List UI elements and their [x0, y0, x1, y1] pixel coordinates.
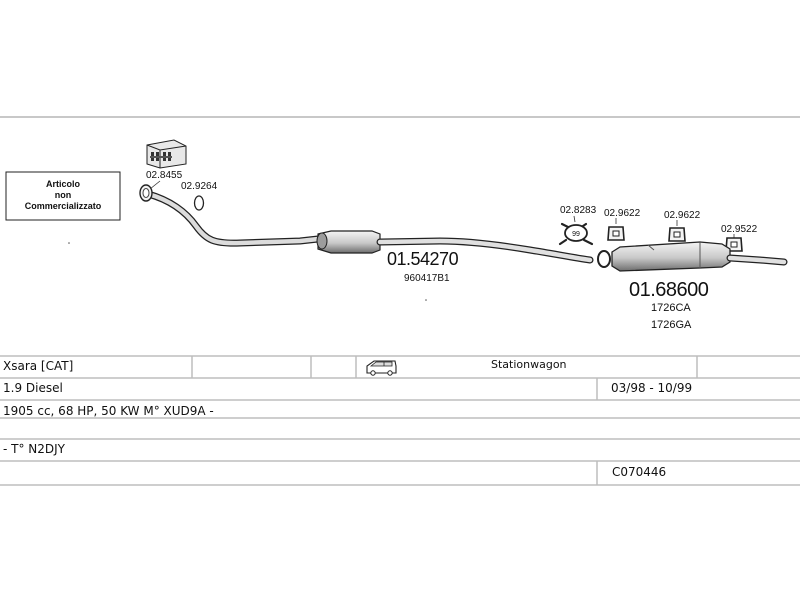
rubber-hanger-1-icon — [607, 226, 625, 241]
info-table-grid — [0, 355, 800, 486]
rear-silencer-drawing — [597, 241, 788, 272]
clamp-ring-badge: 99 — [572, 231, 580, 238]
model-cell: Xsara [CAT] — [3, 359, 74, 373]
catalog-code-cell: C070446 — [612, 465, 667, 479]
body-type-cell: Stationwagon — [491, 358, 567, 371]
part-label-gasket-front: 02.9264 — [181, 181, 218, 192]
not-sold-box: Articolo non Commercializzato — [5, 171, 121, 221]
not-sold-line-3: Commercializzato — [25, 201, 102, 211]
part-label-rear-silencer-oem-1: 1726CA — [651, 302, 691, 314]
part-label-clamp-ring: 02.8283 — [560, 205, 597, 216]
rubber-hanger-2-icon — [668, 227, 686, 242]
not-sold-line-2: non — [55, 190, 72, 200]
clamp-kit-icon — [146, 139, 187, 169]
stationwagon-car-icon — [366, 360, 397, 376]
part-label-middle-pipe-oem: 960417B1 — [404, 273, 450, 284]
clamp-ring-icon: 99 — [558, 222, 594, 246]
specs-cell: 1905 cc, 68 HP, 50 KW M° XUD9A - — [3, 404, 214, 418]
part-label-rubber-1: 02.9622 — [604, 208, 641, 219]
type-code-cell: - T° N2DJY — [3, 442, 66, 456]
part-label-rear-silencer: 01.68600 — [629, 279, 709, 301]
middle-pipe-drawing — [139, 184, 594, 264]
part-label-rubber-2: 02.9622 — [664, 210, 701, 221]
years-cell: 03/98 - 10/99 — [611, 381, 693, 395]
not-sold-line-1: Articolo — [46, 179, 81, 189]
part-label-clamp-kit: 02.8455 — [146, 170, 183, 181]
engine-cell: 1.9 Diesel — [3, 381, 63, 395]
part-label-rear-silencer-oem-2: 1726GA — [651, 319, 692, 331]
part-label-rubber-3: 02.9522 — [721, 224, 758, 235]
gasket-front-icon — [193, 195, 205, 211]
part-label-middle-pipe: 01.54270 — [387, 249, 459, 269]
